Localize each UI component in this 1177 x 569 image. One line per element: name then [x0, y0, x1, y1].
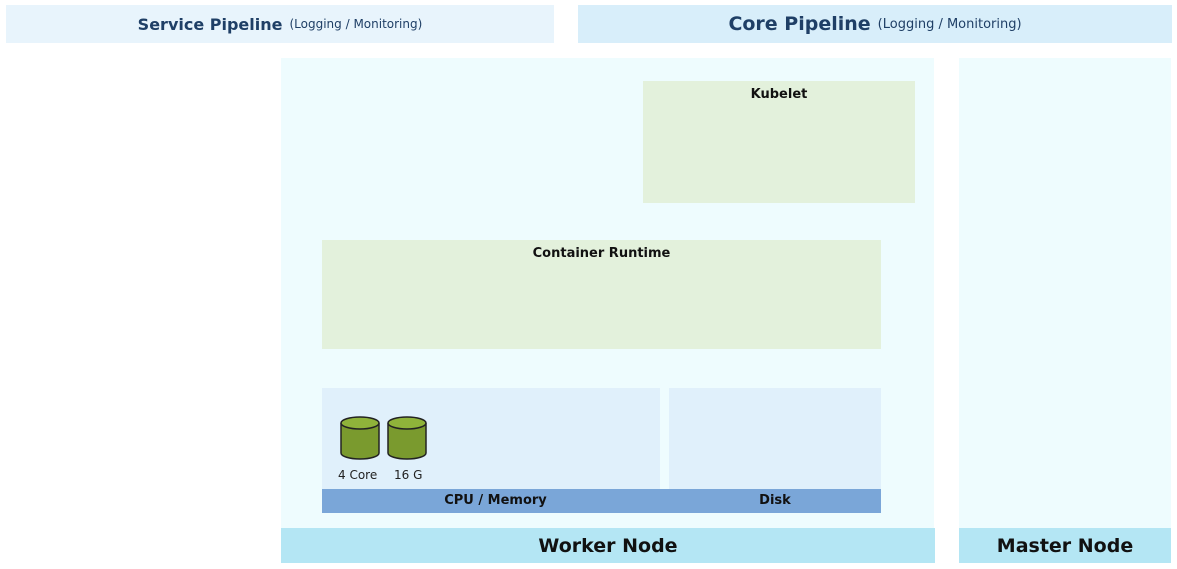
cpu-core-label: 4 Core [338, 468, 378, 482]
cpu-cylinder-icon [340, 416, 380, 460]
core-pipeline-title: Core Pipeline [728, 13, 871, 35]
master-node-area [959, 58, 1171, 528]
disk-area [669, 388, 881, 489]
kubelet-box: Kubelet [643, 81, 915, 203]
disk-label: Disk [759, 493, 791, 508]
container-runtime-box: Container Runtime [322, 240, 881, 349]
master-node-label: Master Node [959, 528, 1171, 563]
cpu-memory-label: CPU / Memory [444, 493, 547, 508]
service-pipeline-title: Service Pipeline [137, 14, 283, 34]
service-pipeline-subtitle: (Logging / Monitoring) [289, 17, 423, 31]
core-pipeline-header: Core Pipeline (Logging / Monitoring) [578, 5, 1172, 43]
service-pipeline-header: Service Pipeline (Logging / Monitoring) [6, 5, 554, 43]
worker-node-label: Worker Node [281, 528, 935, 563]
core-pipeline-subtitle: (Logging / Monitoring) [877, 16, 1022, 32]
kubelet-title: Kubelet [750, 87, 808, 102]
container-runtime-title: Container Runtime [532, 246, 671, 261]
memory-cylinder-icon [387, 416, 427, 460]
memory-size-label: 16 G [394, 468, 423, 482]
resource-bar: CPU / Memory Disk [322, 489, 881, 513]
